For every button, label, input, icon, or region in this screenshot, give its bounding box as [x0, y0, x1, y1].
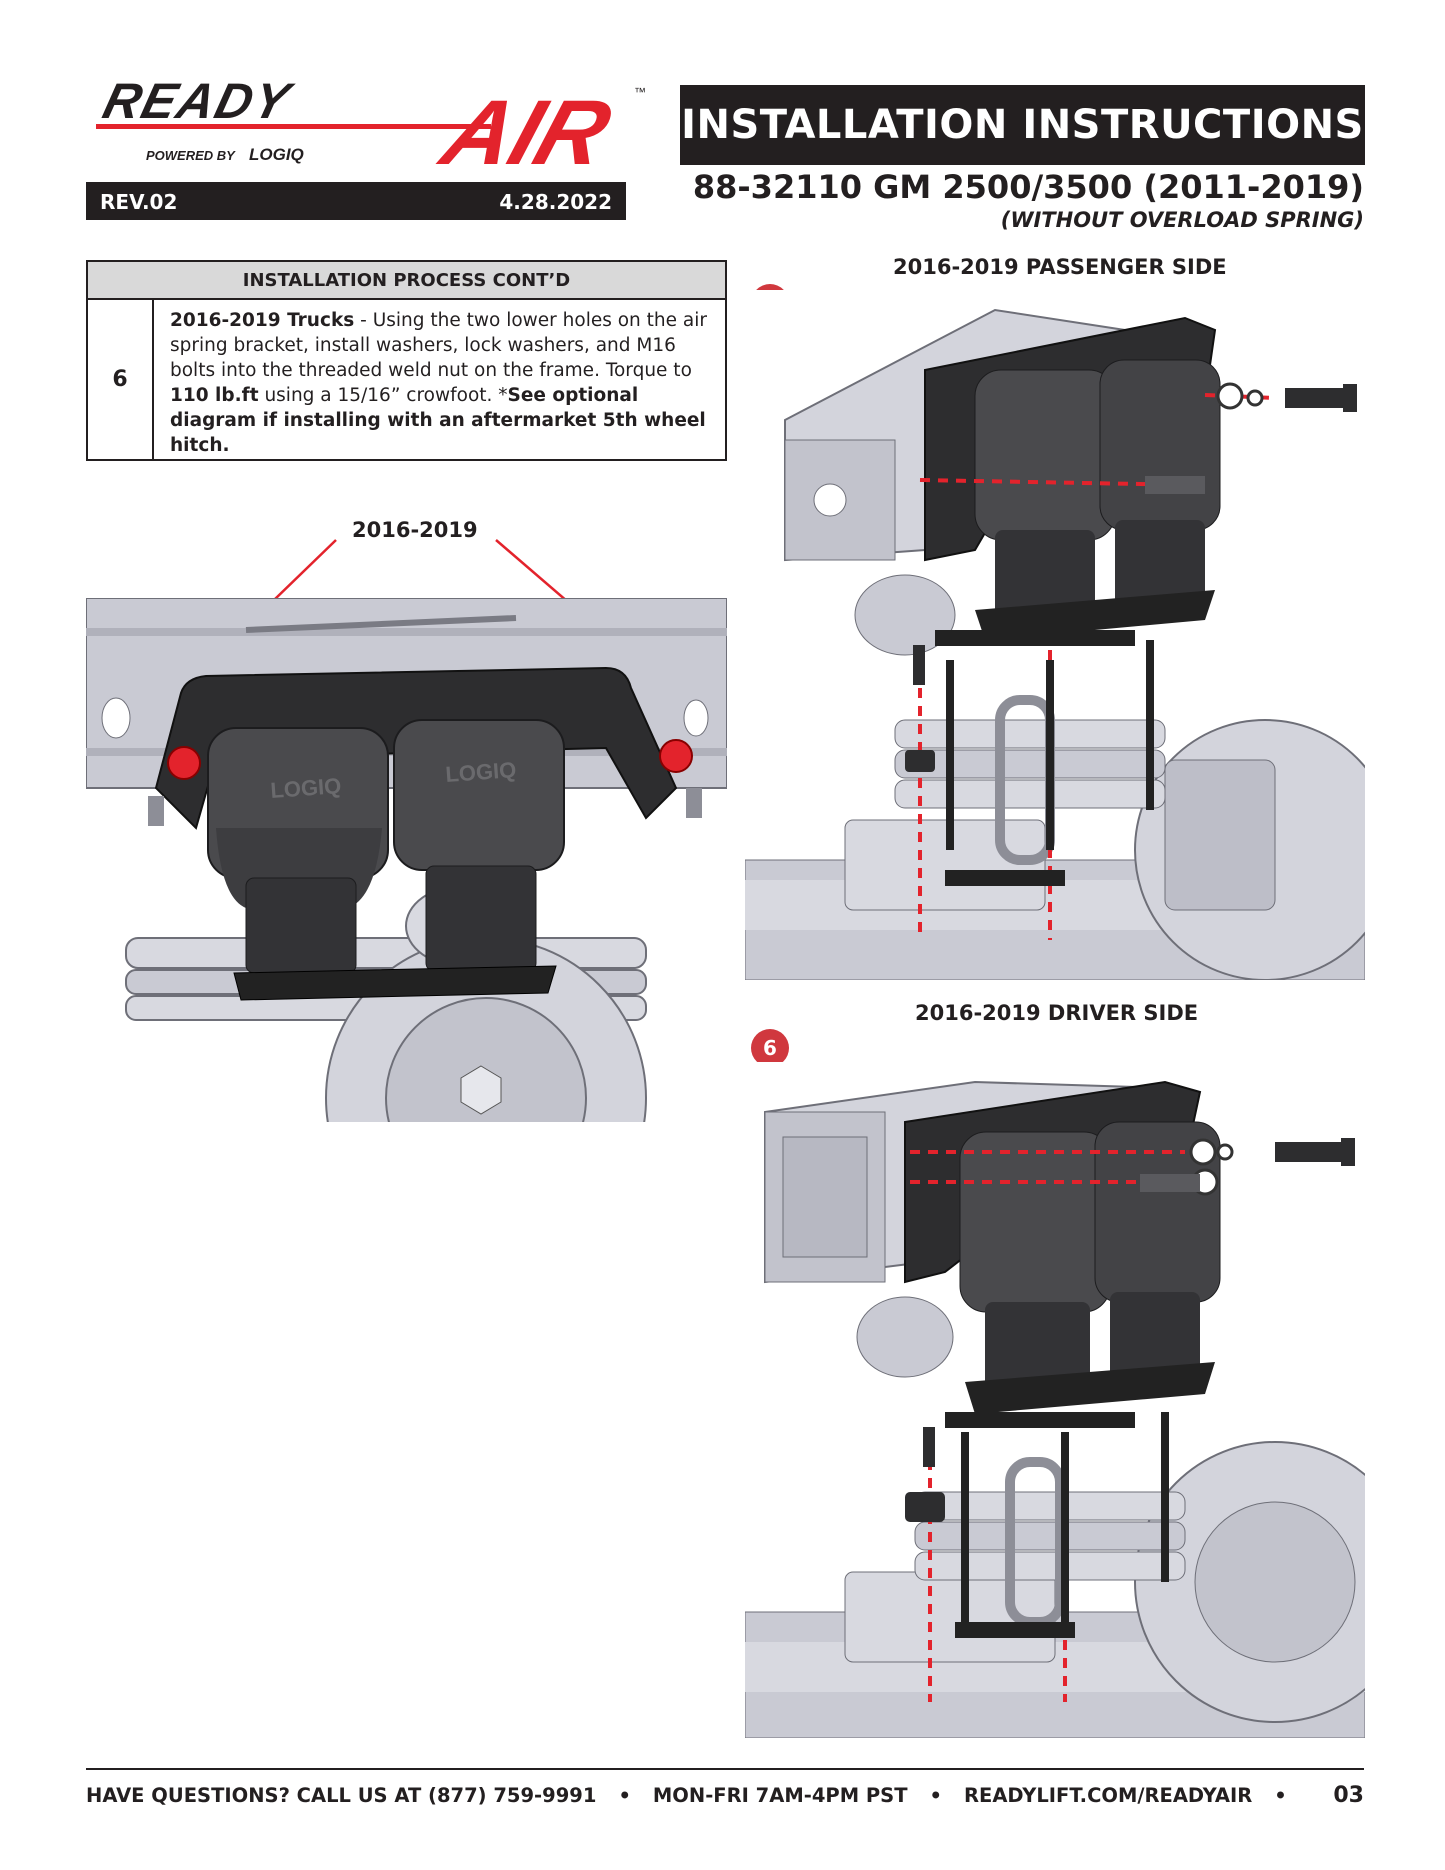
driver-side-label: 2016-2019 DRIVER SIDE — [915, 1001, 1199, 1025]
step-number: 6 — [88, 300, 154, 459]
revision-date: 4.28.2022 — [499, 190, 612, 214]
footer: HAVE QUESTIONS? CALL US AT (877) 759-999… — [86, 1780, 1364, 1810]
step-text-1: - Using the two lower holes on the air s… — [170, 310, 707, 381]
logo-tm: ™ — [634, 85, 646, 99]
closeup-hole-left — [167, 746, 201, 780]
closeup-bag-right-marking: LOGIQ — [445, 757, 517, 787]
logo-air-text: AIR — [429, 82, 623, 176]
closeup-illustration: LOGIQ LOGIQ — [86, 598, 727, 1122]
page-number: 03 — [1333, 1782, 1364, 1808]
footer-hours: MON-FRI 7AM-4PM PST — [652, 1783, 908, 1807]
logo-ready-text: READY — [98, 76, 299, 129]
footer-divider — [86, 1768, 1364, 1770]
instruction-table: INSTALLATION PROCESS CONT’D 6 2016-2019 … — [86, 260, 727, 461]
driver-step-badge: 6 — [751, 1029, 789, 1067]
revision-label: REV.02 — [100, 190, 178, 214]
footer-bullet: • — [618, 1783, 631, 1807]
closeup-label: 2016-2019 — [352, 518, 478, 542]
table-row: 6 2016-2019 Trucks - Using the two lower… — [88, 300, 725, 459]
step-torque: 110 lb.ft — [170, 385, 259, 406]
step-lead: 2016-2019 Trucks — [170, 310, 355, 331]
part-subtitle: (WITHOUT OVERLOAD SPRING) — [1000, 208, 1364, 232]
closeup-hole-right — [659, 739, 693, 773]
logo-tagline-prefix: POWERED BY — [146, 148, 236, 163]
passenger-side-illustration — [745, 290, 1365, 980]
passenger-side-label: 2016-2019 PASSENGER SIDE — [893, 255, 1227, 279]
readyair-logo: READY AIR ™ POWERED BY LOGIQ — [96, 76, 646, 176]
logo-swoosh — [96, 124, 491, 129]
footer-bullet: • — [929, 1783, 942, 1807]
logo-tagline-brand: LOGIQ — [249, 145, 304, 164]
revision-bar: REV.02 4.28.2022 — [86, 182, 626, 220]
driver-side-illustration — [745, 1062, 1365, 1738]
document-title: INSTALLATION INSTRUCTIONS — [680, 85, 1365, 165]
footer-phone: HAVE QUESTIONS? CALL US AT (877) 759-999… — [86, 1783, 597, 1807]
step-text-2: using a 15/16” crowfoot. * — [258, 385, 508, 406]
closeup-bag-left-marking: LOGIQ — [270, 773, 342, 803]
table-heading: INSTALLATION PROCESS CONT’D — [88, 262, 725, 300]
footer-bullet: • — [1274, 1783, 1287, 1807]
part-number-title: 88-32110 GM 2500/3500 (2011-2019) — [692, 168, 1364, 206]
step-note: See optional diagram if installing with … — [170, 385, 706, 456]
step-description: 2016-2019 Trucks - Using the two lower h… — [170, 308, 711, 458]
footer-url[interactable]: READYLIFT.COM/READYAIR — [964, 1783, 1253, 1807]
